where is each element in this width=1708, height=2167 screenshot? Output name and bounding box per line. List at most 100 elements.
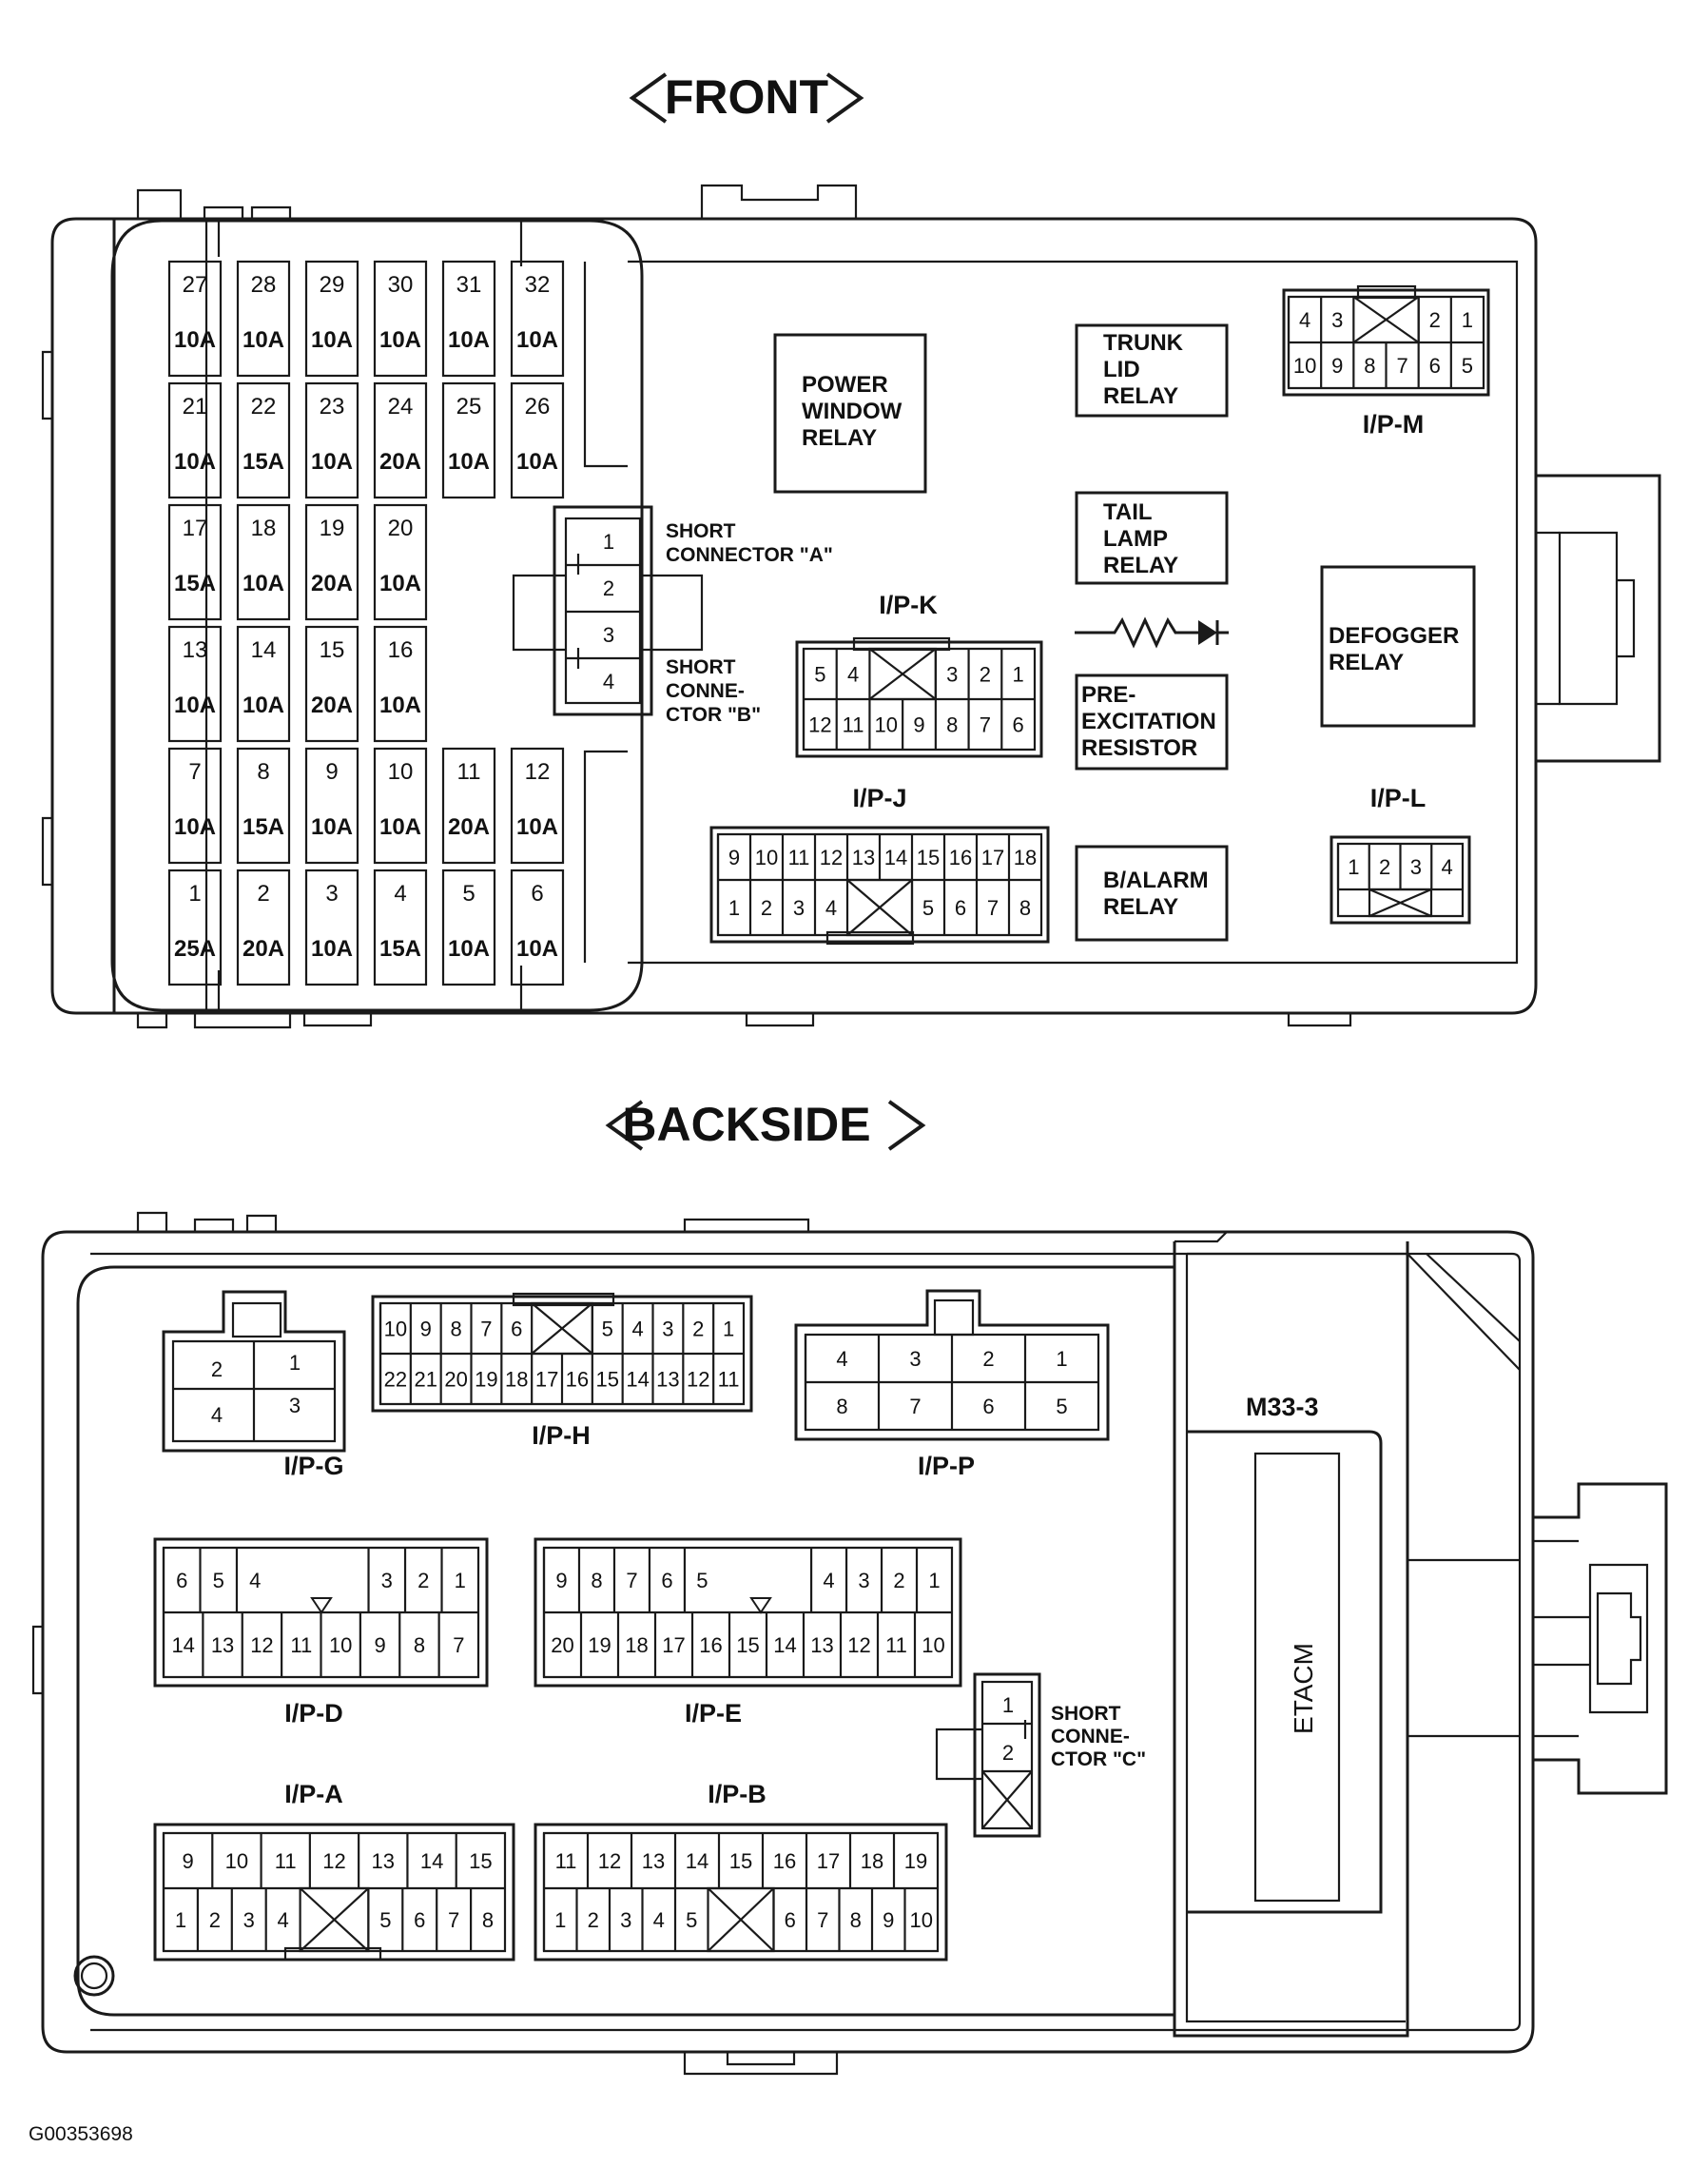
fuse-rating: 20A (243, 936, 284, 962)
front-housing (41, 184, 1661, 1029)
fuse-rating: 15A (379, 936, 421, 962)
fuse-number: 16 (388, 637, 414, 663)
pin-4: 4 (823, 1569, 834, 1592)
pin-18: 18 (625, 1633, 648, 1657)
fuse-number: 17 (183, 516, 208, 541)
pin-2: 2 (209, 1908, 221, 1932)
pin-6: 6 (414, 1908, 425, 1932)
blank-cavity (845, 878, 914, 937)
pin-7: 7 (626, 1569, 637, 1592)
pin-2: 2 (417, 1569, 429, 1592)
pin-8: 8 (414, 1633, 425, 1657)
power-window-relay-l2: WINDOW (802, 399, 903, 424)
short-c-label-3: CTOR "C" (1051, 1748, 1146, 1770)
backside-title: BACKSIDE (605, 1098, 926, 1151)
pin-5: 5 (213, 1569, 224, 1592)
fuse-16: 16 10A (373, 625, 428, 743)
figure-id: G00353698 (29, 2123, 133, 2145)
fuse-number: 19 (320, 516, 345, 541)
fuse-number: 14 (251, 637, 277, 663)
fuse-rating: 10A (379, 693, 421, 718)
fuse-number: 32 (525, 272, 551, 298)
pin-3: 3 (1331, 308, 1343, 332)
pin-14: 14 (884, 846, 907, 869)
fuse-number: 6 (531, 881, 543, 907)
ip-a-label: I/P-A (284, 1780, 343, 1808)
fuse-rating: 20A (448, 814, 490, 840)
pin-6: 6 (1013, 713, 1024, 737)
pin-14: 14 (686, 1849, 708, 1873)
pin-1: 1 (1013, 663, 1024, 687)
pre-excitation-resistor: PRE- EXCITATION RESISTOR (1075, 674, 1229, 771)
pin-5: 5 (1462, 354, 1473, 378)
pin-16: 16 (699, 1633, 722, 1657)
pin-3: 3 (858, 1569, 869, 1592)
fuse-rating: 10A (243, 571, 284, 596)
fuse-rating: 10A (379, 814, 421, 840)
pin-11: 11 (290, 1633, 312, 1657)
pin-8: 8 (946, 713, 958, 737)
pin-22: 22 (384, 1368, 407, 1392)
fuse-4: 4 15A (373, 869, 428, 986)
pin-12: 12 (322, 1849, 345, 1873)
short-a-pin-1: 1 (603, 530, 614, 554)
fuse-number: 13 (183, 637, 208, 663)
fuse-number: 29 (320, 272, 345, 298)
tail-lamp-relay-l3: RELAY (1103, 553, 1178, 578)
pin-8: 8 (450, 1318, 461, 1341)
pin-13: 13 (211, 1633, 234, 1657)
fuse-number: 15 (320, 637, 345, 663)
fuse-rating: 10A (379, 327, 421, 353)
ip-h-label: I/P-H (532, 1421, 591, 1450)
blank-cavity (299, 1886, 370, 1953)
pre-excitation-l2: EXCITATION (1081, 709, 1216, 734)
ip-j-label: I/P-J (852, 784, 906, 812)
pin-2: 2 (1379, 855, 1390, 879)
pin-11: 11 (843, 713, 864, 737)
short-c-pin-2: 2 (1002, 1741, 1014, 1765)
pin-8: 8 (836, 1395, 847, 1418)
fuse-number: 2 (257, 881, 269, 907)
trunk-lid-relay-l2: LID (1103, 357, 1140, 382)
pin-8: 8 (1364, 354, 1375, 378)
short-b-label-3: CTOR "B" (666, 704, 761, 726)
ip-g-pin-3: 3 (289, 1394, 301, 1417)
pin-3: 3 (946, 663, 958, 687)
pin-10: 10 (755, 846, 778, 869)
fuse-number: 26 (525, 394, 551, 420)
pin-16: 16 (773, 1849, 796, 1873)
fuse-number: 4 (394, 881, 406, 907)
pin-9: 9 (420, 1318, 432, 1341)
pin-8: 8 (482, 1908, 494, 1932)
resistor-diode-symbol (1075, 616, 1229, 649)
ip-g-pin-2: 2 (211, 1357, 223, 1381)
ip-m-label: I/P-M (1363, 410, 1425, 439)
pin-13: 13 (642, 1849, 665, 1873)
ip-g-label: I/P-G (283, 1452, 343, 1480)
fuse-rating: 10A (311, 327, 353, 353)
pin-3: 3 (381, 1569, 393, 1592)
fuse-number: 3 (325, 881, 338, 907)
fuse-rating: 10A (448, 327, 490, 353)
etacm-label: ETACM (1289, 1643, 1318, 1734)
pin-4: 4 (847, 663, 859, 687)
short-connector-a: 1 2 3 4 SHORT CONNECTOR "A" SHORT CONNE-… (512, 505, 833, 726)
pin-1: 1 (1348, 855, 1359, 879)
pin-12: 12 (847, 1633, 870, 1657)
pin-6: 6 (661, 1569, 672, 1592)
ip-e-label: I/P-E (685, 1699, 742, 1728)
fuse-rating: 15A (174, 571, 216, 596)
